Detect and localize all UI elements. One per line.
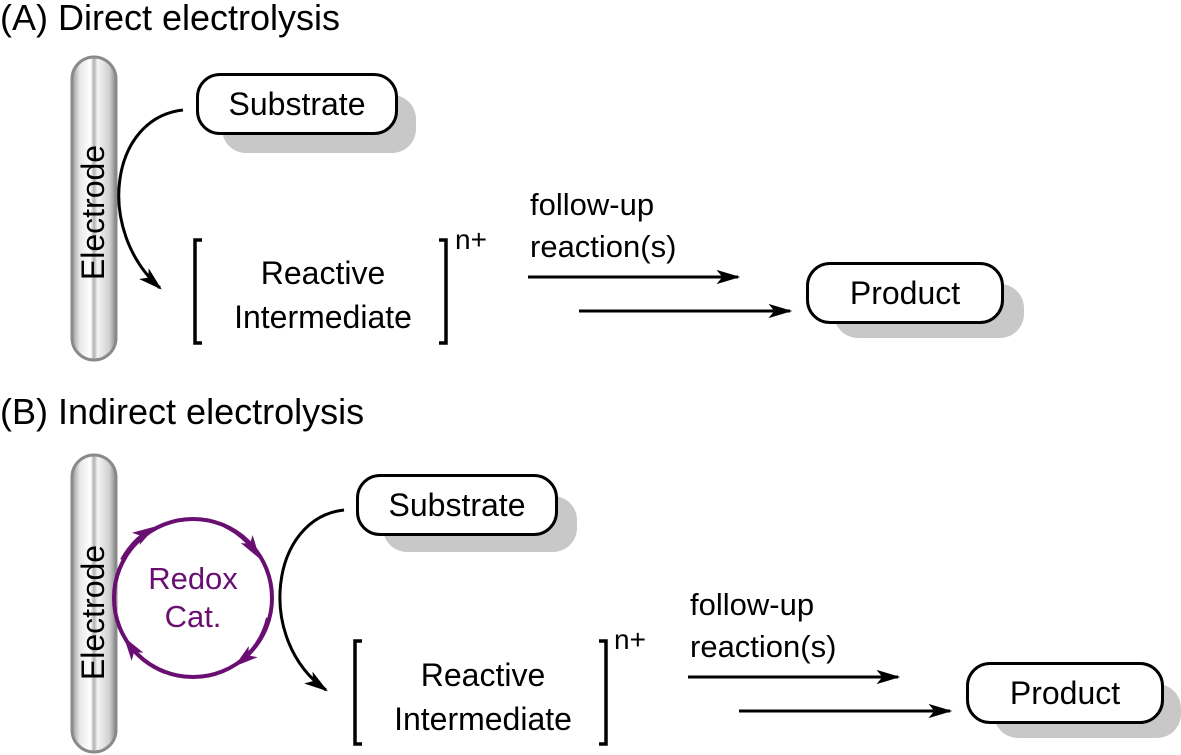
intermediate-b-line1: Reactive (420, 657, 546, 693)
product-a: Product (806, 262, 1004, 324)
condition-a: follow-up reaction(s) (530, 184, 676, 268)
redox-catalyst-line2: Cat. (164, 599, 222, 634)
cycle-arrow-upper-right (224, 524, 261, 559)
condition-a-line2: reaction(s) (530, 229, 677, 264)
intermediate-b-line2: Intermediate (394, 701, 572, 737)
electrode-a-label: Electrode (75, 144, 112, 280)
substrate-a: Substrate (196, 73, 398, 135)
electrode-b-label: Electrode (75, 544, 112, 680)
redox-catalyst-label: Redox Cat. (133, 560, 253, 636)
charge-b: n+ (614, 624, 646, 655)
electrode-a (70, 55, 118, 362)
intermediate-a-line2: Intermediate (234, 299, 412, 335)
curved-arrow-a (117, 108, 184, 290)
redox-catalyst-line1: Redox (148, 561, 238, 596)
cycle-arrow-upper-left (120, 526, 157, 561)
cycle-arrow-lower-right (234, 617, 270, 667)
bracket-right-b (599, 639, 608, 746)
condition-b-line1: follow-up (690, 587, 815, 622)
condition-b-line2: reaction(s) (690, 629, 837, 664)
panel-b-title: (B) Indirect electrolysis (0, 391, 365, 432)
product-b: Product (966, 662, 1164, 724)
condition-b: follow-up reaction(s) (690, 584, 836, 668)
curved-arrow-b (278, 508, 345, 692)
panel-a-title: (A) Direct electrolysis (0, 0, 341, 38)
intermediate-a-line1: Reactive (260, 255, 386, 291)
intermediate-b: Reactive Intermediate (365, 653, 601, 741)
redox-cycle (112, 517, 274, 679)
substrate-b: Substrate (356, 474, 558, 536)
intermediate-a: Reactive Intermediate (205, 251, 441, 339)
condition-a-line1: follow-up (530, 187, 655, 222)
cycle-arrow-lower-left (123, 637, 166, 674)
charge-a: n+ (455, 224, 487, 255)
bracket-left-b (353, 639, 362, 746)
bracket-left-a (193, 238, 202, 345)
bracket-right-a (439, 238, 448, 345)
